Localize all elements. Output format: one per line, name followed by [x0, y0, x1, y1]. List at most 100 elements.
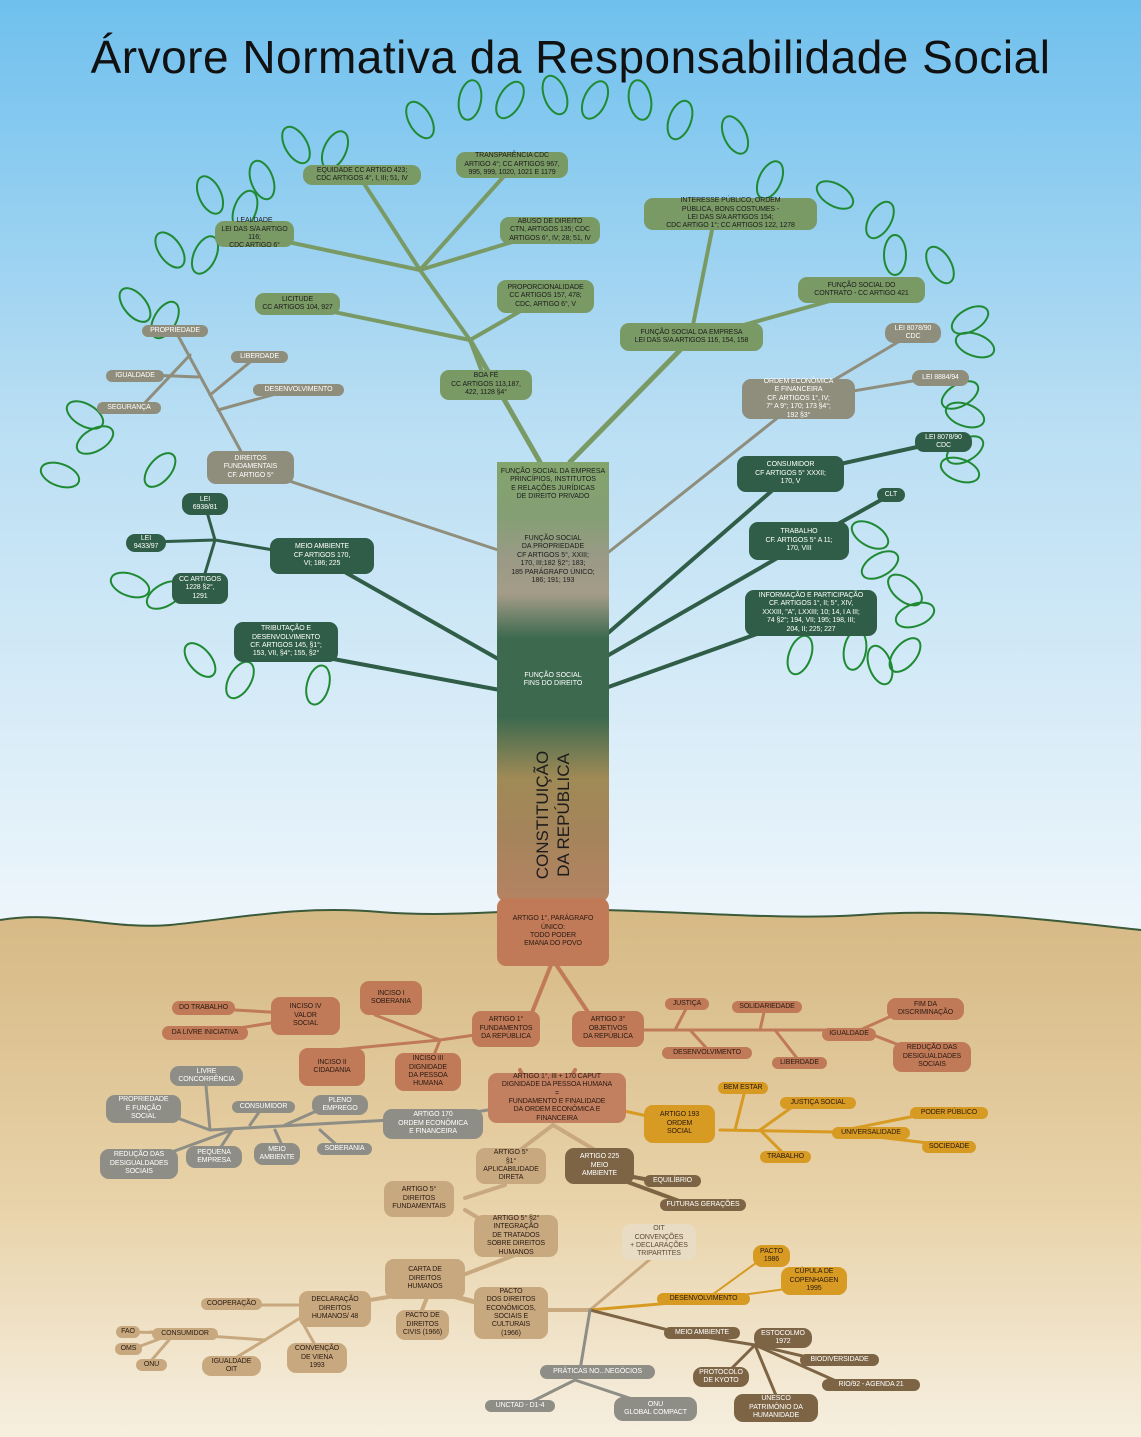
sociedade-node: SOCIEDADE — [922, 1141, 976, 1153]
protocolo-kyoto-node: PROTOCOLO DE KYOTO — [693, 1367, 749, 1387]
biodiversidade-node: BIODIVERSIDADE — [800, 1354, 879, 1366]
clt-node: CLT — [877, 488, 905, 502]
leaf-icon — [892, 598, 937, 632]
leaf-icon — [490, 77, 529, 123]
connector-line — [690, 215, 715, 340]
artigo1-paragrafo-node: ARTIGO 1°, PARÁGRAFO ÚNICO: TODO PODER E… — [497, 898, 609, 966]
leaf-icon — [863, 642, 897, 687]
meio-ambiente-root-node: MEIO AMBIENTE — [254, 1143, 300, 1165]
fim-discriminacao-node: FIM DA DISCRIMINAÇÃO — [887, 998, 964, 1020]
soberania-node: SOBERANIA — [317, 1143, 372, 1155]
informacao-participacao-node: INFORMAÇÃO E PARTICIPAÇÃO CF. ARTIGOS 1°… — [745, 590, 877, 636]
leaf-icon — [883, 569, 928, 612]
connector-line — [265, 1318, 300, 1340]
leaf-icon — [752, 157, 789, 203]
consumidor-node: CONSUMIDOR CF ARTIGOS 5° XXXII; 170, V — [737, 456, 844, 492]
leaf-icon — [276, 122, 315, 168]
connector-line — [553, 1125, 595, 1150]
solidariedade-node: SOLIDARIEDADE — [732, 1001, 802, 1013]
leaf-icon — [107, 568, 152, 602]
leaf-icon — [37, 458, 82, 492]
leaf-icon — [847, 515, 893, 554]
funcao-social-empresa-node: FUNÇÃO SOCIAL DA EMPRESA LEI DAS S/A ART… — [620, 323, 763, 351]
livre-iniciativa-node: DA LIVRE INICIATIVA — [162, 1026, 248, 1040]
igualdade-leaf-node: IGUALDADE — [106, 370, 164, 382]
licitude-node: LICITUDE CC ARTIGOS 104, 927 — [255, 293, 340, 315]
lei-9433-node: LEI 9433/97 — [126, 534, 166, 552]
rio92-node: RIO/92 - AGENDA 21 — [822, 1379, 920, 1391]
leaf-icon — [456, 78, 485, 121]
artigo1-fundamentos-node: ARTIGO 1° FUNDAMENTOS DA REPÚBLICA — [472, 1011, 540, 1047]
artigo5-direitos-node: ARTIGO 5° DIREITOS FUNDAMENTAIS — [384, 1181, 454, 1217]
connector-line — [520, 1125, 553, 1150]
connector-line — [580, 1310, 590, 1370]
cc-artigos-node: CC ARTIGOS 1228 §2°, 1291 — [172, 573, 228, 604]
lei-8078-node-1: LEI 8078/90 CDC — [885, 323, 941, 343]
pacto-1986-node: PACTO 1986 — [753, 1245, 790, 1267]
lei-8078-node-2: LEI 8078/90 CDC — [915, 432, 972, 452]
artigo170-ordem-node: ARTIGO 170 ORDEM ECONÔMICA E FINANCEIRA — [383, 1109, 483, 1139]
leaf-icon — [812, 175, 858, 214]
trunk-funcao-empresa: FUNÇÃO SOCIAL DA EMPRESA PRINCÍPIOS, INS… — [497, 468, 609, 502]
futuras-geracoes-node: FUTURAS GERAÇÕES — [660, 1199, 746, 1211]
desenvolvimento-orange-node: DESENVOLVIMENTO — [657, 1293, 750, 1305]
pequena-empresa-node: PEQUENA EMPRESA — [186, 1146, 242, 1168]
propriedade-funcao-node: PROPRIEDADE E FUNÇÃO SOCIAL — [106, 1095, 181, 1123]
artigo5-paragrafo1-node: ARTIGO 5° §1° APLICABILIDADE DIRETA — [476, 1148, 546, 1184]
universalidade-node: UNIVERSALIDADE — [832, 1127, 910, 1139]
trunk-constituicao: CONSTITUIÇÃO DA REPÚBLICA — [532, 735, 575, 895]
unctad-node: UNCTAD - D1-4 — [485, 1400, 555, 1412]
connector-line — [210, 358, 255, 395]
justica-social-node: JUSTIÇA SOCIAL — [780, 1097, 856, 1109]
connector-line — [570, 340, 690, 462]
leaf-icon — [114, 283, 157, 328]
artigo170-caput-node: ARTIGO 1°, III + 170 CAPUT DIGNIDADE DA … — [488, 1073, 626, 1123]
artigo3-objetivos-node: ARTIGO 3° OBJETIVOS DA REPÚBLICA — [572, 1011, 644, 1047]
proporcionalidade-node: PROPORCIONALIDADE CC ARTIGOS 157, 478; C… — [497, 280, 594, 313]
leaf-icon — [139, 448, 182, 493]
inciso-iii-node: INCISO III DIGNIDADE DA PESSOA HUMANA — [395, 1053, 461, 1091]
reducao-desigualdades-node: REDUÇÃO DAS DESIGUALDADES SOCIAIS — [893, 1042, 971, 1072]
cupula-copenhagen-node: CÚPULA DE COPENHAGEN 1995 — [781, 1267, 847, 1295]
connector-line — [210, 1120, 390, 1130]
trabalho-node: TRABALHO CF. ARTIGOS 5° A 11; 170, VIII — [749, 522, 849, 560]
leaf-icon — [179, 638, 222, 683]
oit-node: OIT CONVENÇÕES + DECLARAÇÕES TRIPARTITES — [622, 1224, 696, 1260]
leaf-icon — [717, 112, 754, 158]
tributacao-node: TRIBUTAÇÃO E DESENVOLVIMENTO CF. ARTIGOS… — [234, 622, 338, 662]
consumidor-tan-node: CONSUMIDOR — [152, 1328, 218, 1340]
propriedade-leaf-node: PROPRIEDADE — [142, 325, 208, 337]
unesco-node: UNESCO PATRIMÔNIO DA HUMANIDADE — [734, 1394, 818, 1422]
reducao-desigualdades-gray-node: REDUÇÃO DAS DESIGUALDADES SOCIAIS — [100, 1149, 178, 1179]
trunk-fins-direito: FUNÇÃO SOCIAL FINS DO DIREITO — [497, 672, 609, 689]
lei-8884-node: LEI 8884/94 — [912, 370, 969, 386]
ordem-economica-node: ORDEM ECONÔMICA E FINANCEIRA CF. ARTIGOS… — [742, 379, 855, 419]
pacto-civis-node: PACTO DE DIREITOS CIVIS (1966) — [396, 1310, 449, 1340]
leaf-icon — [72, 420, 118, 459]
desenvolvimento-root-node: DESENVOLVIMENTO — [662, 1047, 752, 1059]
cooperacao-node: COOPERAÇÃO — [201, 1298, 262, 1310]
estocolmo-node: ESTOCOLMO 1972 — [754, 1328, 812, 1348]
fao-node: FAO — [116, 1326, 140, 1338]
meio-ambiente-dark-node: MEIO AMBIENTE — [664, 1327, 740, 1339]
meio-ambiente-node: MEIO AMBIENTE CF ARTIGOS 170, VI; 186; 2… — [270, 538, 374, 574]
leaf-icon — [663, 97, 697, 142]
leaf-icon — [626, 78, 655, 121]
leaf-icon — [920, 242, 959, 288]
connector-line — [470, 340, 540, 462]
bem-estar-node: BEM ESTAR — [718, 1082, 768, 1094]
justica-node: JUSTIÇA — [665, 998, 709, 1010]
connector-line — [375, 1015, 440, 1040]
funcao-social-contrato-node: FUNÇÃO SOCIAL DO CONTRATO - CC ARTIGO 42… — [798, 277, 925, 303]
connector-line — [590, 1255, 655, 1310]
boa-fe-node: BOA FÉ CC ARTIGOS 113,187, 422, 1128 §4° — [440, 370, 532, 400]
leaf-icon — [783, 632, 817, 677]
leaf-icon — [937, 453, 982, 487]
liberdade-leaf-node: LIBERDADE — [231, 351, 288, 363]
inciso-i-node: INCISO I SOBERANIA — [360, 981, 422, 1015]
oms-node: OMS — [115, 1343, 142, 1355]
leaf-icon — [192, 172, 229, 218]
equilibrio-node: EQUILÍBRIO — [644, 1175, 701, 1187]
lei-6938-node: LEI 6938/81 — [182, 493, 228, 515]
